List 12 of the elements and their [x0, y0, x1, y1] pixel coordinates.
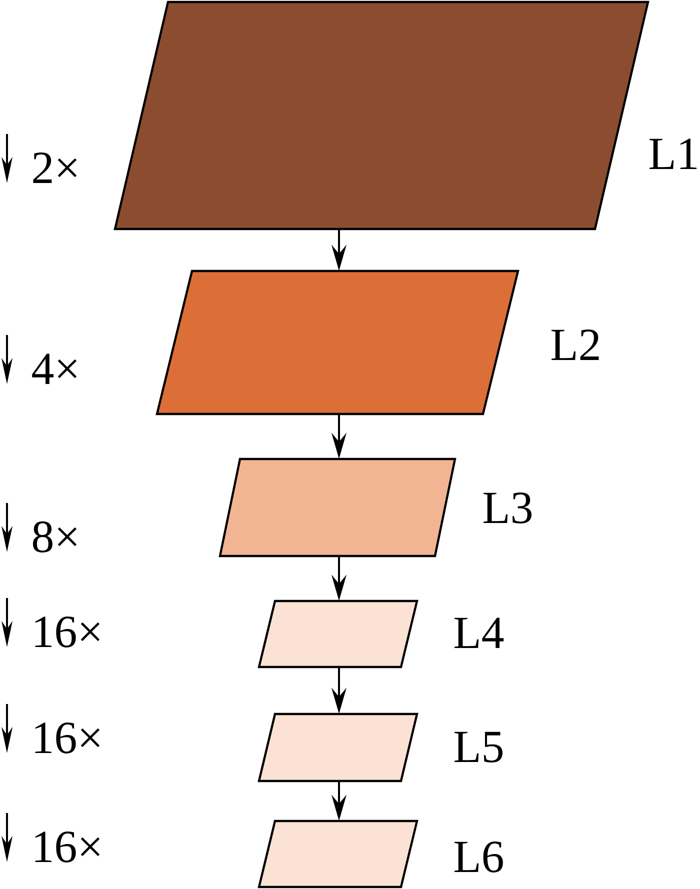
layer-label: L1 — [650, 138, 697, 169]
scale-label: 4× — [32, 354, 77, 384]
scale-label: 2× — [33, 152, 77, 183]
scale-label: 16× — [35, 722, 100, 754]
scale-label: 16× — [35, 616, 100, 648]
layer-label: L3 — [484, 492, 532, 524]
layer-label: L6 — [454, 842, 503, 872]
layer-label: L5 — [454, 732, 502, 762]
layer-label: L2 — [552, 330, 599, 360]
scale-label: 16× — [35, 832, 100, 862]
scale-label: 8× — [32, 521, 77, 552]
layer-label: L4 — [454, 618, 504, 648]
